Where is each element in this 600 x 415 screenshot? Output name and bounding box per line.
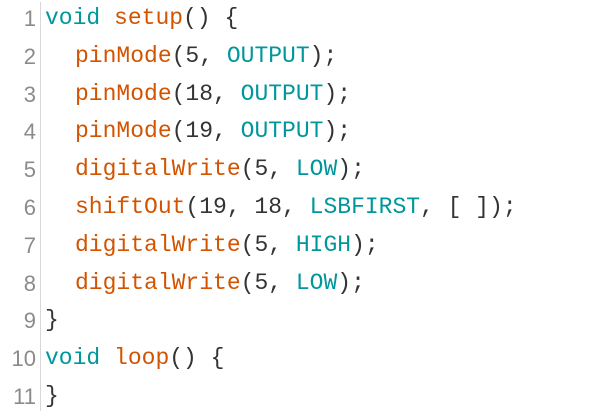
code-token-fn: setup	[114, 5, 184, 31]
code-line[interactable]: 1 void setup() {	[0, 0, 600, 37]
code-line[interactable]: 6 shiftOut(19, 18, LSBFIRST, [ ]);	[0, 189, 600, 226]
code-token-punc: );	[337, 156, 365, 183]
code-token-fn: pinMode	[75, 80, 172, 107]
code-token-punc	[100, 5, 114, 31]
code-token-punc: (5,	[240, 269, 296, 296]
line-code: void loop() {	[45, 340, 224, 377]
code-token-fn: pinMode	[75, 42, 172, 69]
code-token-punc: (5,	[171, 42, 227, 69]
line-number: 7	[23, 232, 36, 258]
code-token-punc: );	[351, 231, 379, 258]
code-token-kw: void	[45, 345, 101, 372]
line-number: 9	[23, 308, 36, 334]
code-line[interactable]: 7 digitalWrite(5, HIGH);	[0, 227, 600, 264]
code-token-punc: );	[337, 269, 365, 296]
line-code: digitalWrite(5, LOW);	[45, 265, 365, 302]
code-token-punc: (5,	[240, 231, 296, 258]
line-code: pinMode(18, OUTPUT);	[45, 76, 351, 113]
code-token-fn: digitalWrite	[75, 269, 241, 296]
code-token-punc: );	[323, 118, 352, 145]
code-token-fn: pinMode	[75, 118, 172, 145]
code-token-const: OUTPUT	[240, 118, 324, 145]
code-token-punc: () {	[183, 5, 239, 31]
line-code: digitalWrite(5, HIGH);	[45, 227, 379, 264]
code-token-fn: digitalWrite	[75, 231, 241, 258]
code-token-const: LOW	[295, 156, 338, 183]
line-number: 5	[23, 157, 36, 183]
line-number: 2	[23, 43, 36, 69]
code-line[interactable]: 11}	[0, 378, 600, 415]
line-code: }	[45, 378, 59, 415]
code-token-punc: );	[309, 42, 338, 69]
code-token-fn: loop	[114, 345, 170, 372]
line-code: shiftOut(19, 18, LSBFIRST, [ ]);	[45, 189, 517, 226]
line-code: void setup() {	[45, 0, 238, 37]
line-code: pinMode(19, OUTPUT);	[45, 113, 351, 150]
code-line[interactable]: 2 pinMode(5, OUTPUT);	[0, 38, 600, 75]
line-code: digitalWrite(5, LOW);	[45, 151, 365, 188]
line-code: }	[45, 302, 59, 339]
code-token-punc: (5,	[240, 156, 296, 183]
code-token-const: OUTPUT	[240, 80, 324, 107]
code-token-punc: }	[45, 383, 59, 409]
line-number: 10	[11, 346, 36, 372]
line-number: 8	[23, 270, 36, 296]
code-token-punc: (19, 18,	[185, 194, 310, 220]
line-number: 4	[23, 119, 36, 145]
code-line[interactable]: 9}	[0, 302, 600, 339]
gutter-divider	[40, 2, 41, 411]
code-token-punc: );	[323, 80, 352, 107]
code-line[interactable]: 8 digitalWrite(5, LOW);	[0, 265, 600, 302]
code-token-const: LSBFIRST	[309, 194, 421, 220]
line-number: 11	[13, 384, 36, 409]
code-token-const: OUTPUT	[226, 42, 310, 69]
code-token-punc: () {	[169, 345, 225, 372]
code-token-punc: , [ ]);	[420, 194, 517, 220]
code-line[interactable]: 10 void loop() {	[0, 340, 600, 377]
line-number: 1	[23, 6, 36, 31]
code-token-fn: digitalWrite	[75, 156, 241, 183]
line-number: 3	[23, 81, 36, 107]
code-token-const: LOW	[295, 269, 338, 296]
code-token-kw: void	[45, 5, 101, 31]
line-code: pinMode(5, OUTPUT);	[45, 38, 337, 75]
code-token-punc: (19,	[171, 118, 241, 145]
code-line[interactable]: 5 digitalWrite(5, LOW);	[0, 151, 600, 188]
code-token-punc: }	[45, 307, 59, 334]
code-token-fn: shiftOut	[75, 194, 186, 220]
code-token-punc: (18,	[171, 80, 241, 107]
line-number: 6	[23, 195, 36, 220]
code-line[interactable]: 3 pinMode(18, OUTPUT);	[0, 76, 600, 113]
code-token-punc	[100, 345, 114, 371]
code-line[interactable]: 4 pinMode(19, OUTPUT);	[0, 113, 600, 150]
code-token-const: HIGH	[295, 231, 352, 258]
